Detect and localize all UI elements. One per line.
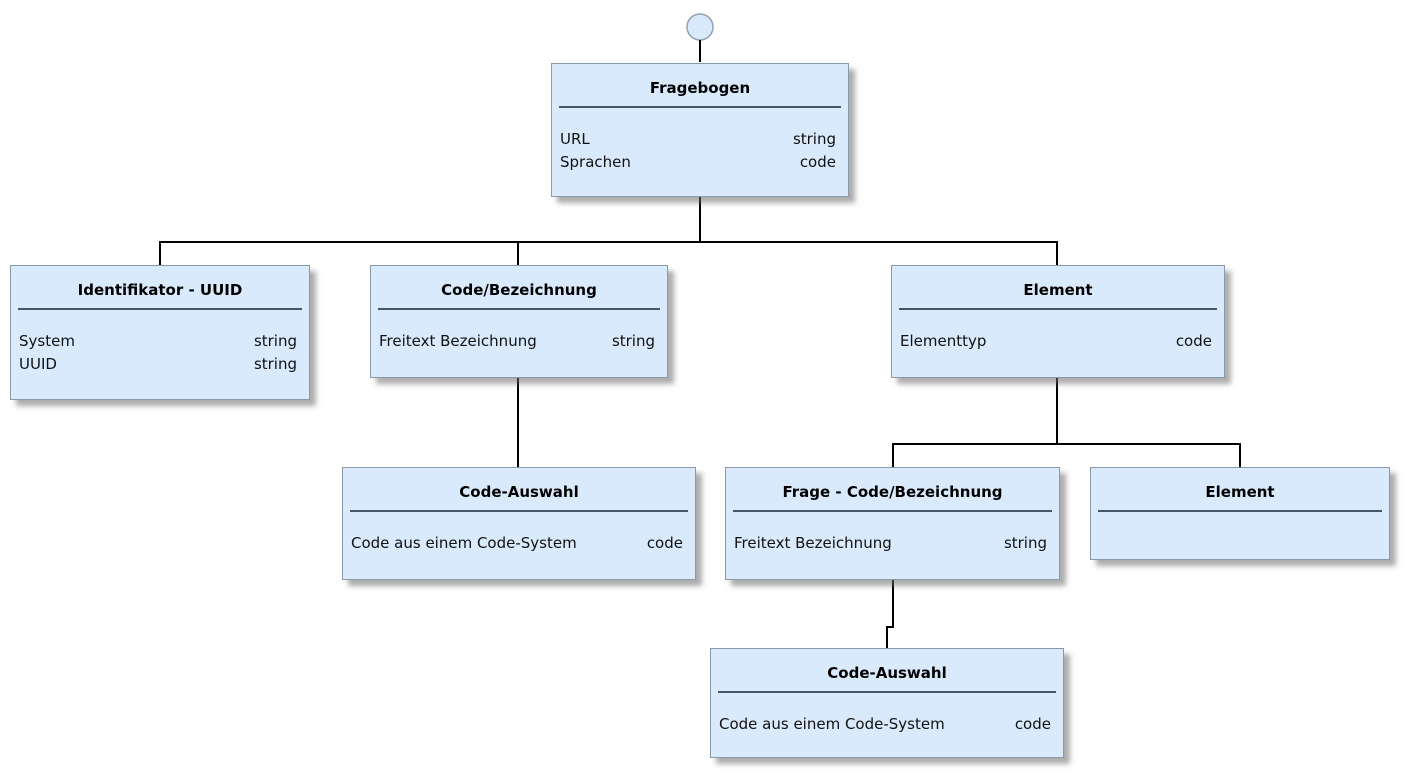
class-title: Element	[1023, 281, 1093, 299]
class-title: Code-Auswahl	[459, 483, 579, 501]
class-title: Code/Bezeichnung	[441, 281, 597, 299]
attribute-list: Elementtyp code	[892, 310, 1224, 353]
attribute-name: Freitext Bezeichnung	[734, 534, 892, 552]
attribute-name: Code aus einem Code-System	[351, 534, 577, 552]
class-box-element[interactable]: Element Elementtyp code	[891, 265, 1225, 378]
attribute-row: URL string	[560, 128, 836, 151]
attribute-type: code	[1175, 332, 1212, 350]
attribute-type: string	[611, 332, 655, 350]
class-title: Frage - Code/Bezeichnung	[782, 483, 1003, 501]
attribute-name: UUID	[19, 355, 57, 373]
attribute-list: System string UUID string	[11, 310, 309, 376]
attribute-list: Freitext Bezeichnung string	[371, 310, 667, 353]
class-box-frage-code-bezeichnung[interactable]: Frage - Code/Bezeichnung Freitext Bezeic…	[725, 467, 1060, 580]
attribute-row: Elementtyp code	[900, 330, 1212, 353]
attribute-list: Code aus einem Code-System code	[343, 512, 695, 555]
attribute-row: Code aus einem Code-System code	[719, 713, 1051, 736]
class-title: Element	[1205, 483, 1275, 501]
attribute-type: string	[253, 332, 297, 350]
attribute-row: System string	[19, 330, 297, 353]
attribute-name: Elementtyp	[900, 332, 987, 350]
connector-frage-to-codeauswahl	[886, 580, 894, 649]
attribute-name: URL	[560, 130, 590, 148]
title-separator	[718, 691, 1056, 693]
class-box-code-auswahl-2[interactable]: Code-Auswahl Code aus einem Code-System …	[710, 648, 1064, 758]
attribute-name: System	[19, 332, 75, 350]
attribute-type: code	[646, 534, 683, 552]
attribute-type: string	[792, 130, 836, 148]
attribute-name: Code aus einem Code-System	[719, 715, 945, 733]
title-separator	[18, 308, 302, 310]
attribute-type: string	[253, 355, 297, 373]
attribute-list: Freitext Bezeichnung string	[726, 512, 1059, 555]
class-title: Code-Auswahl	[827, 664, 947, 682]
attribute-row: Freitext Bezeichnung string	[379, 330, 655, 353]
attribute-row: Freitext Bezeichnung string	[734, 532, 1047, 555]
attribute-name: Freitext Bezeichnung	[379, 332, 537, 350]
attribute-row: Sprachen code	[560, 151, 836, 174]
class-box-fragebogen[interactable]: Fragebogen URL string Sprachen code	[551, 63, 849, 197]
class-title: Identifikator - UUID	[77, 281, 243, 299]
attribute-type: code	[799, 153, 836, 171]
title-separator	[899, 308, 1217, 310]
attribute-row: Code aus einem Code-System code	[351, 532, 683, 555]
attribute-name: Sprachen	[560, 153, 631, 171]
attribute-row: UUID string	[19, 353, 297, 376]
class-box-identifikator-uuid[interactable]: Identifikator - UUID System string UUID …	[10, 265, 310, 400]
title-separator	[733, 510, 1052, 512]
class-box-code-auswahl-1[interactable]: Code-Auswahl Code aus einem Code-System …	[342, 467, 696, 580]
title-separator	[378, 308, 660, 310]
attribute-list: Code aus einem Code-System code	[711, 693, 1063, 736]
class-box-code-bezeichnung[interactable]: Code/Bezeichnung Freitext Bezeichnung st…	[370, 265, 668, 378]
attribute-list: URL string Sprachen code	[552, 108, 848, 174]
connector-bus-row1	[159, 241, 1058, 265]
title-separator	[350, 510, 688, 512]
connector-bus-row2	[892, 443, 1241, 467]
class-box-element-child[interactable]: Element	[1090, 467, 1390, 560]
title-separator	[559, 106, 841, 108]
class-title: Fragebogen	[649, 79, 751, 97]
root-anchor-circle	[686, 13, 714, 41]
title-separator	[1098, 510, 1382, 512]
attribute-type: string	[1003, 534, 1047, 552]
attribute-type: code	[1014, 715, 1051, 733]
